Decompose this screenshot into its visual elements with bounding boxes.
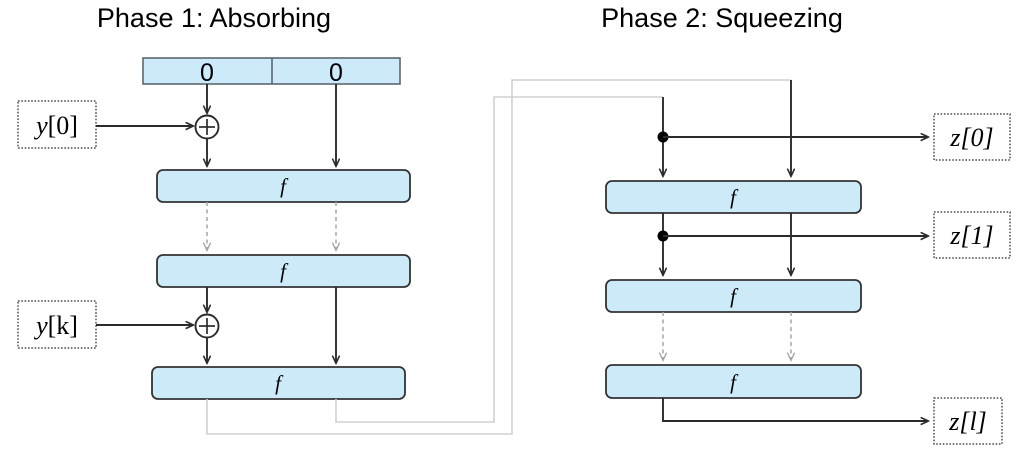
p2-permutation-3-label: f (730, 370, 739, 394)
p1-permutation-2-rect (156, 254, 411, 288)
output-z1-box (933, 211, 1011, 259)
state-cell-rate-label: 0 (200, 59, 214, 87)
initial-state-bar: 0 0 (142, 57, 401, 87)
p1-permutation-3-label: f (275, 371, 284, 395)
input-yk-box (17, 300, 97, 349)
input-y0-box (17, 100, 97, 149)
phase2-title: Phase 2: Squeezing (601, 3, 843, 33)
p1-permutation-2-label: f (280, 259, 289, 283)
output-zl-label: z[l] (948, 407, 987, 436)
input-y0-label: y[0] (33, 111, 78, 140)
output-zl-index: [l] (959, 407, 986, 436)
input-yk: y[k] (17, 300, 97, 349)
p1-permutation-2: f (156, 254, 411, 288)
output-z0: z[0] (933, 113, 1011, 161)
p1-permutation-3: f (151, 366, 406, 400)
input-yk-var: y (33, 311, 48, 340)
feedback-path-capacity (335, 96, 663, 423)
state-cell-capacity-label: 0 (329, 59, 343, 87)
xor-gate-2 (194, 313, 220, 339)
p2-permutation-1: f (605, 180, 862, 214)
output-z0-var: z (949, 123, 960, 152)
input-yk-index: [k] (48, 311, 78, 340)
p2-permutation-2-rect (605, 279, 862, 313)
output-z0-box (933, 113, 1011, 161)
output-zl-var: z (948, 407, 959, 436)
p1-permutation-3-rect (151, 366, 406, 400)
p2-permutation-1-label: f (730, 185, 739, 209)
xor-gate-1 (194, 114, 220, 140)
edge-p2f3-to-zl (662, 398, 928, 421)
input-y0-index: [0] (48, 111, 78, 140)
output-z1-label: z[1] (949, 221, 993, 250)
output-z1-var: z (949, 221, 960, 250)
p2-permutation-3-rect (605, 364, 862, 399)
p2-permutation-2-label: f (730, 284, 739, 308)
feedback-path-rate (206, 79, 791, 435)
p1-permutation-1-rect (156, 169, 411, 203)
input-y0: y[0] (17, 100, 97, 149)
output-zl-box (933, 397, 1003, 445)
output-z0-label: z[0] (949, 123, 993, 152)
input-yk-label: y[k] (33, 311, 78, 340)
input-y0-var: y (33, 111, 48, 140)
output-z1-index: [1] (960, 221, 993, 250)
p2-permutation-1-rect (605, 180, 862, 214)
p1-permutation-1-label: f (280, 174, 289, 198)
output-z1: z[1] (933, 211, 1011, 259)
phase1-title: Phase 1: Absorbing (97, 3, 331, 33)
output-zl: z[l] (933, 397, 1003, 445)
p2-permutation-2: f (605, 279, 862, 313)
p2-permutation-3: f (605, 364, 862, 399)
p1-permutation-1: f (156, 169, 411, 203)
output-z0-index: [0] (960, 123, 993, 152)
